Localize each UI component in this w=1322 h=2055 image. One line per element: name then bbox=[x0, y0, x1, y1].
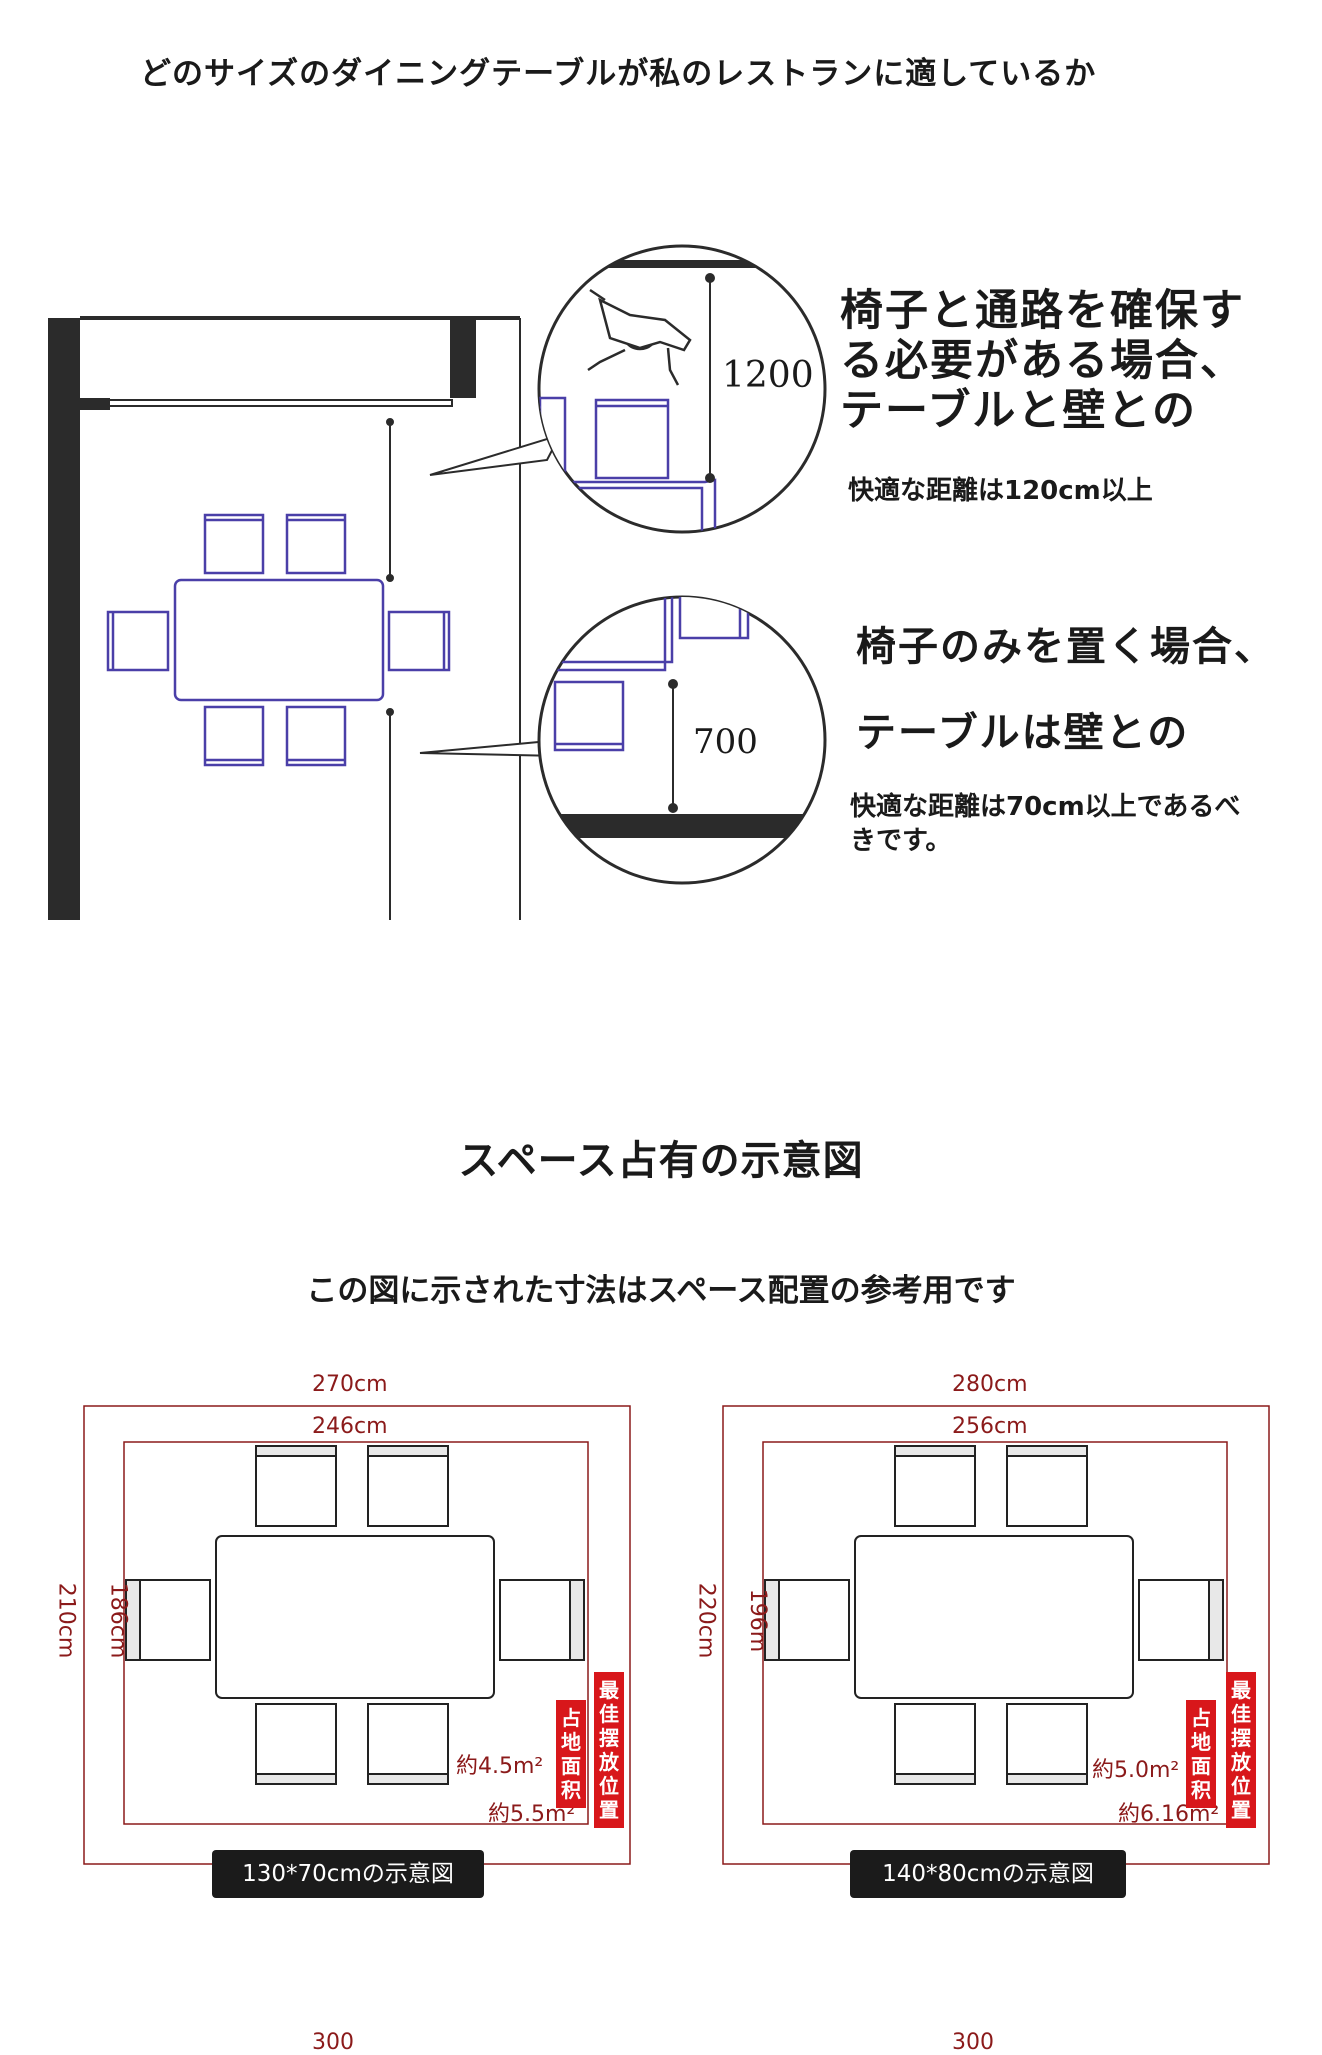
room-plan-diagram bbox=[48, 244, 827, 920]
partial-label-left: 300 bbox=[312, 2030, 354, 2055]
dimension-700: 700 bbox=[693, 722, 758, 762]
person-icon bbox=[587, 288, 692, 386]
d1-outer-height: 210cm bbox=[53, 1582, 79, 1659]
chair-only-heading-line1: 椅子のみを置く場合、 bbox=[856, 624, 1276, 670]
d2-inner-width: 256cm bbox=[952, 1414, 1028, 1439]
table bbox=[173, 578, 385, 702]
d1-inner-width: 246cm bbox=[312, 1414, 388, 1439]
page-title: どのサイズのダイニングテーブルが私のレストランに適しているか bbox=[140, 56, 1097, 92]
d2-inner-height: 196m bbox=[745, 1588, 771, 1653]
d1-outer-width: 270cm bbox=[312, 1372, 388, 1397]
aisle-heading-line: 椅子と通路を確保す bbox=[840, 286, 1245, 336]
d1-inner-area: 約4.5m² bbox=[456, 1754, 544, 1779]
d2-tag-outer: 最佳摆放位置 bbox=[1226, 1672, 1256, 1828]
dimension-1200: 1200 bbox=[722, 355, 814, 396]
d1-tag-outer: 最佳摆放位置 bbox=[594, 1672, 624, 1828]
chairs bbox=[106, 513, 451, 767]
partial-label-right: 300 bbox=[952, 2030, 994, 2055]
magnifier-aisle bbox=[537, 244, 827, 534]
space-section-subtitle: この図に示された寸法はスペース配置の参考用です bbox=[306, 1273, 1016, 1309]
aisle-heading-line: る必要がある場合、 bbox=[840, 336, 1245, 386]
aisle-note: 快適な距離は120cm以上 bbox=[848, 476, 1153, 506]
chair-only-heading-line2: テーブルは壁との bbox=[856, 710, 1190, 756]
space-diagram-2 bbox=[722, 1405, 1270, 1865]
space-diagram-1 bbox=[83, 1405, 631, 1865]
aisle-heading: 椅子と通路を確保す る必要がある場合、 テーブルと壁との bbox=[840, 286, 1310, 436]
distance-markers bbox=[386, 418, 394, 920]
callout-pointer-top bbox=[429, 433, 562, 476]
space-section-title: スペース占有の示意図 bbox=[458, 1138, 864, 1184]
d1-caption: 130*70cmの示意図 bbox=[212, 1850, 484, 1898]
d2-outer-width: 280cm bbox=[952, 1372, 1028, 1397]
chair-only-note-line: きです。 bbox=[850, 826, 952, 856]
d2-caption: 140*80cmの示意図 bbox=[850, 1850, 1126, 1898]
d1-inner-height: 186cm bbox=[105, 1582, 131, 1659]
chair-only-note: 快適な距離は70cm以上であるべ きです。 bbox=[850, 790, 1310, 858]
magnifier-chair-only bbox=[537, 595, 827, 885]
chair-only-note-line: 快適な距離は70cm以上であるべ bbox=[850, 792, 1241, 822]
aisle-heading-line: テーブルと壁との bbox=[840, 386, 1197, 436]
d2-inner-area: 約5.0m² bbox=[1092, 1758, 1180, 1783]
d2-outer-height: 220cm bbox=[693, 1582, 719, 1659]
room-walls bbox=[48, 316, 521, 920]
d1-tag-inner: 占地面积 bbox=[556, 1700, 586, 1808]
d2-tag-inner: 占地面积 bbox=[1186, 1700, 1216, 1808]
